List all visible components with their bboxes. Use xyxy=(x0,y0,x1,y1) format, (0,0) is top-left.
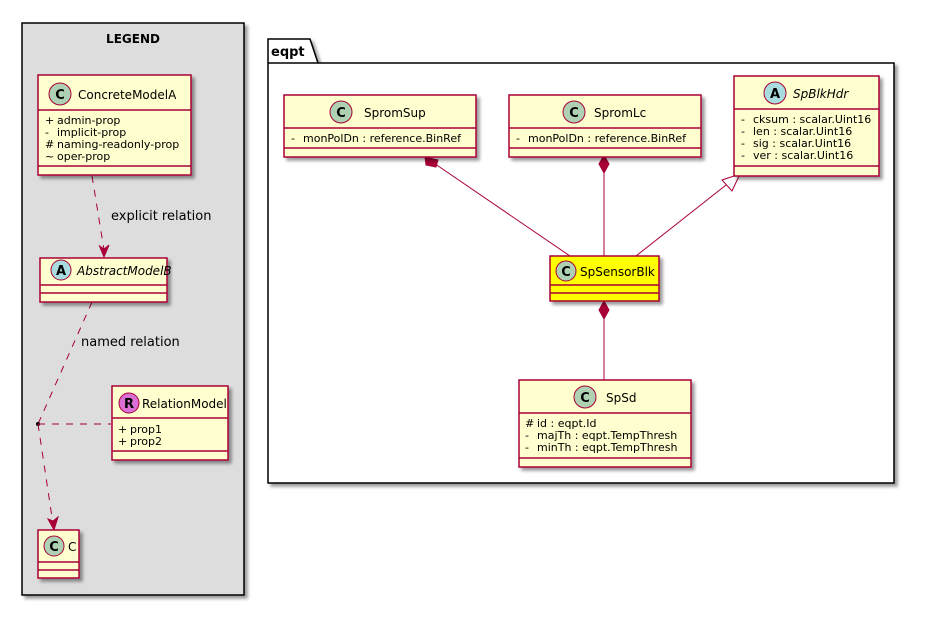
class-name: ConcreteModelA xyxy=(78,88,177,102)
attr-visibility: - xyxy=(516,132,520,145)
svg-text:C: C xyxy=(580,391,590,406)
attr-visibility: - xyxy=(291,132,295,145)
composition-diamond xyxy=(424,156,439,168)
package-edges xyxy=(424,153,741,380)
attr-visibility: # xyxy=(525,417,534,430)
attr-min-th: minTh : eqpt.TempThresh xyxy=(537,441,677,454)
composition-diamond xyxy=(598,299,610,321)
attr-visibility: - xyxy=(741,125,745,138)
attr-mon-pol-dn: monPolDn : reference.BinRef xyxy=(303,132,462,145)
svg-text:R: R xyxy=(124,397,134,412)
legend-title: LEGEND xyxy=(106,32,160,46)
spromsup-composition-edge xyxy=(424,156,571,257)
attr-visibility: ~ xyxy=(45,150,54,163)
explicit-relation-label: explicit relation xyxy=(111,209,211,224)
attr-prop2: prop2 xyxy=(130,435,162,448)
class-stereotype-icon xyxy=(562,100,586,124)
attr-visibility: - xyxy=(741,149,745,162)
attr-visibility: - xyxy=(741,137,745,150)
class-name: SpromLc xyxy=(594,106,646,120)
attr-visibility: + xyxy=(118,423,127,436)
svg-text:C: C xyxy=(569,106,579,121)
class-name: RelationModel xyxy=(142,397,227,411)
attr-visibility: - xyxy=(525,429,529,442)
explicit-relation-arrowhead xyxy=(98,244,110,259)
named-relation-label: named relation xyxy=(81,335,180,350)
attr-visibility: - xyxy=(741,113,745,126)
relation-stereotype-icon xyxy=(118,392,140,414)
composition-diamond xyxy=(598,153,610,175)
attr-admin-prop: admin-prop xyxy=(57,114,120,127)
legend-edges: explicit relation named relation xyxy=(36,175,211,532)
class-name: SpSd xyxy=(606,391,636,405)
attr-maj-th: majTh : eqpt.TempThresh xyxy=(537,429,677,442)
class-name: AbstractModelB xyxy=(76,264,172,278)
attr-visibility: + xyxy=(45,114,54,127)
attr-prop1: prop1 xyxy=(130,423,162,436)
class-relation-model[interactable]: R RelationModel + prop1 + prop2 xyxy=(111,385,229,461)
svg-text:A: A xyxy=(56,264,66,279)
class-stereotype-icon xyxy=(43,535,65,557)
class-stereotype-icon xyxy=(329,100,353,124)
abstract-stereotype-icon xyxy=(50,259,72,281)
class-abstract-model-b[interactable]: A AbstractModelB xyxy=(39,257,172,303)
package-name: eqpt xyxy=(271,45,305,60)
class-sp-sensor-blk[interactable]: C SpSensorBlk xyxy=(549,255,660,302)
class-sp-blk-hdr[interactable]: A SpBlkHdr - cksum : scalar.Uint16 - len… xyxy=(733,75,880,177)
class-c[interactable]: C C xyxy=(37,529,80,579)
abstract-stereotype-icon xyxy=(763,81,787,105)
attr-mon-pol-dn: monPolDn : reference.BinRef xyxy=(528,132,687,145)
attr-naming-readonly-prop: naming-readonly-prop xyxy=(57,138,179,151)
class-concrete-model-a[interactable]: C ConcreteModelA + admin-prop - implicit… xyxy=(37,74,192,176)
class-name: SpSensorBlk xyxy=(580,265,655,279)
named-relation-target-edge xyxy=(37,423,54,525)
attr-cksum: cksum : scalar.Uint16 xyxy=(753,113,871,126)
svg-text:C: C xyxy=(49,540,59,555)
class-name: SpromSup xyxy=(364,106,426,120)
class-stereotype-icon xyxy=(555,260,577,282)
class-sprom-lc[interactable]: C SpromLc - monPolDn : reference.BinRef xyxy=(508,94,702,158)
named-relation-arrowhead xyxy=(46,515,59,532)
attr-visibility: + xyxy=(118,435,127,448)
class-sp-sd[interactable]: C SpSd # id : eqpt.Id - majTh : eqpt.Tem… xyxy=(518,379,692,468)
attr-visibility: - xyxy=(45,126,49,139)
attr-ver: ver : scalar.Uint16 xyxy=(753,149,853,162)
svg-text:C: C xyxy=(561,265,571,280)
attr-len: len : scalar.Uint16 xyxy=(753,125,852,138)
attr-implicit-prop: implicit-prop xyxy=(57,126,126,139)
attr-sig: sig : scalar.Uint16 xyxy=(753,137,851,150)
svg-text:A: A xyxy=(770,87,780,102)
attr-visibility: - xyxy=(525,441,529,454)
class-name: C xyxy=(68,540,76,554)
class-sprom-sup[interactable]: C SpromSup - monPolDn : reference.BinRef xyxy=(283,94,477,158)
svg-text:C: C xyxy=(55,88,65,103)
attr-id: id : eqpt.Id xyxy=(537,417,597,430)
generalization-edge xyxy=(635,173,741,257)
class-stereotype-icon xyxy=(48,82,72,106)
explicit-relation-edge xyxy=(91,175,105,251)
attr-visibility: # xyxy=(45,138,54,151)
svg-text:C: C xyxy=(336,106,346,121)
class-stereotype-icon xyxy=(573,385,597,409)
generalization-arrowhead xyxy=(721,173,741,192)
class-name: SpBlkHdr xyxy=(793,87,849,101)
attr-oper-prop: oper-prop xyxy=(57,150,110,163)
